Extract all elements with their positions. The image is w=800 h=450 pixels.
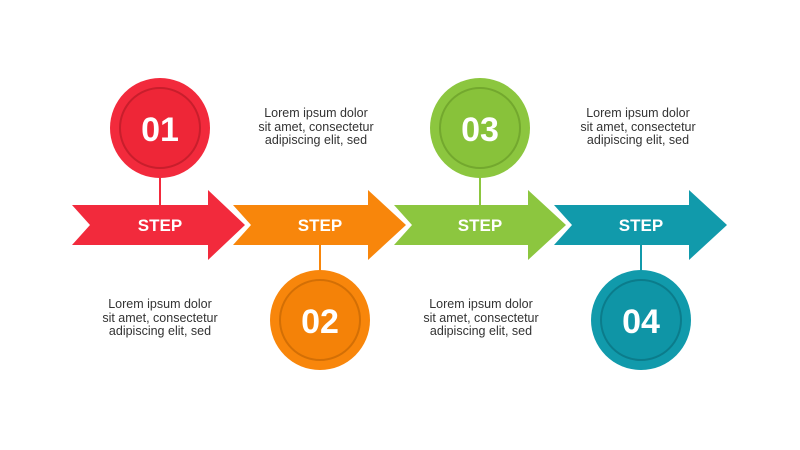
step-1-description-line: Lorem ipsum dolor xyxy=(108,297,212,311)
step-4-arrow xyxy=(554,190,727,260)
step-3-description-line: adipiscing elit, sed xyxy=(429,324,533,338)
step-2-number: 02 xyxy=(301,303,339,341)
step-4-description-line: sit amet, consectetur xyxy=(580,119,696,134)
step-3-inner-ring xyxy=(439,87,521,169)
step-1-description-line: sit amet, consectetur xyxy=(102,310,218,325)
step-1-arrow xyxy=(72,190,245,260)
step-1: STEP 01 xyxy=(72,78,245,260)
step-2-description: Lorem ipsum dolor sit amet, consectetur … xyxy=(231,106,401,148)
step-3-arrow xyxy=(394,190,566,260)
step-4-description-line: adipiscing elit, sed xyxy=(586,133,690,147)
step-2-arrow xyxy=(233,190,406,260)
step-4-description-line: Lorem ipsum dolor xyxy=(586,106,690,120)
step-1-description: Lorem ipsum dolor sit amet, consectetur … xyxy=(75,297,245,339)
step-4-inner-ring xyxy=(600,279,682,361)
step-1-number: 01 xyxy=(141,111,179,149)
step-2-description-line: adipiscing elit, sed xyxy=(264,133,368,147)
step-2-inner-ring xyxy=(279,279,361,361)
step-1-inner-ring xyxy=(119,87,201,169)
step-2-description-line: Lorem ipsum dolor xyxy=(264,106,368,120)
step-4-arrow-label: STEP xyxy=(619,216,663,235)
step-2: STEP 02 xyxy=(233,190,406,370)
step-3-description-line: sit amet, consectetur xyxy=(423,310,539,325)
step-3-description: Lorem ipsum dolor sit amet, consectetur … xyxy=(396,297,566,339)
step-4-number: 04 xyxy=(622,303,660,341)
step-3: STEP 03 xyxy=(394,78,566,260)
step-3-description-line: Lorem ipsum dolor xyxy=(429,297,533,311)
step-1-arrow-label: STEP xyxy=(138,216,182,235)
step-1-description-line: adipiscing elit, sed xyxy=(108,324,212,338)
step-4-description: Lorem ipsum dolor sit amet, consectetur … xyxy=(553,106,723,148)
step-2-description-line: sit amet, consectetur xyxy=(258,119,374,134)
step-3-arrow-label: STEP xyxy=(458,216,502,235)
step-3-number: 03 xyxy=(461,111,499,149)
step-2-arrow-label: STEP xyxy=(298,216,342,235)
step-4: STEP 04 xyxy=(554,190,727,370)
